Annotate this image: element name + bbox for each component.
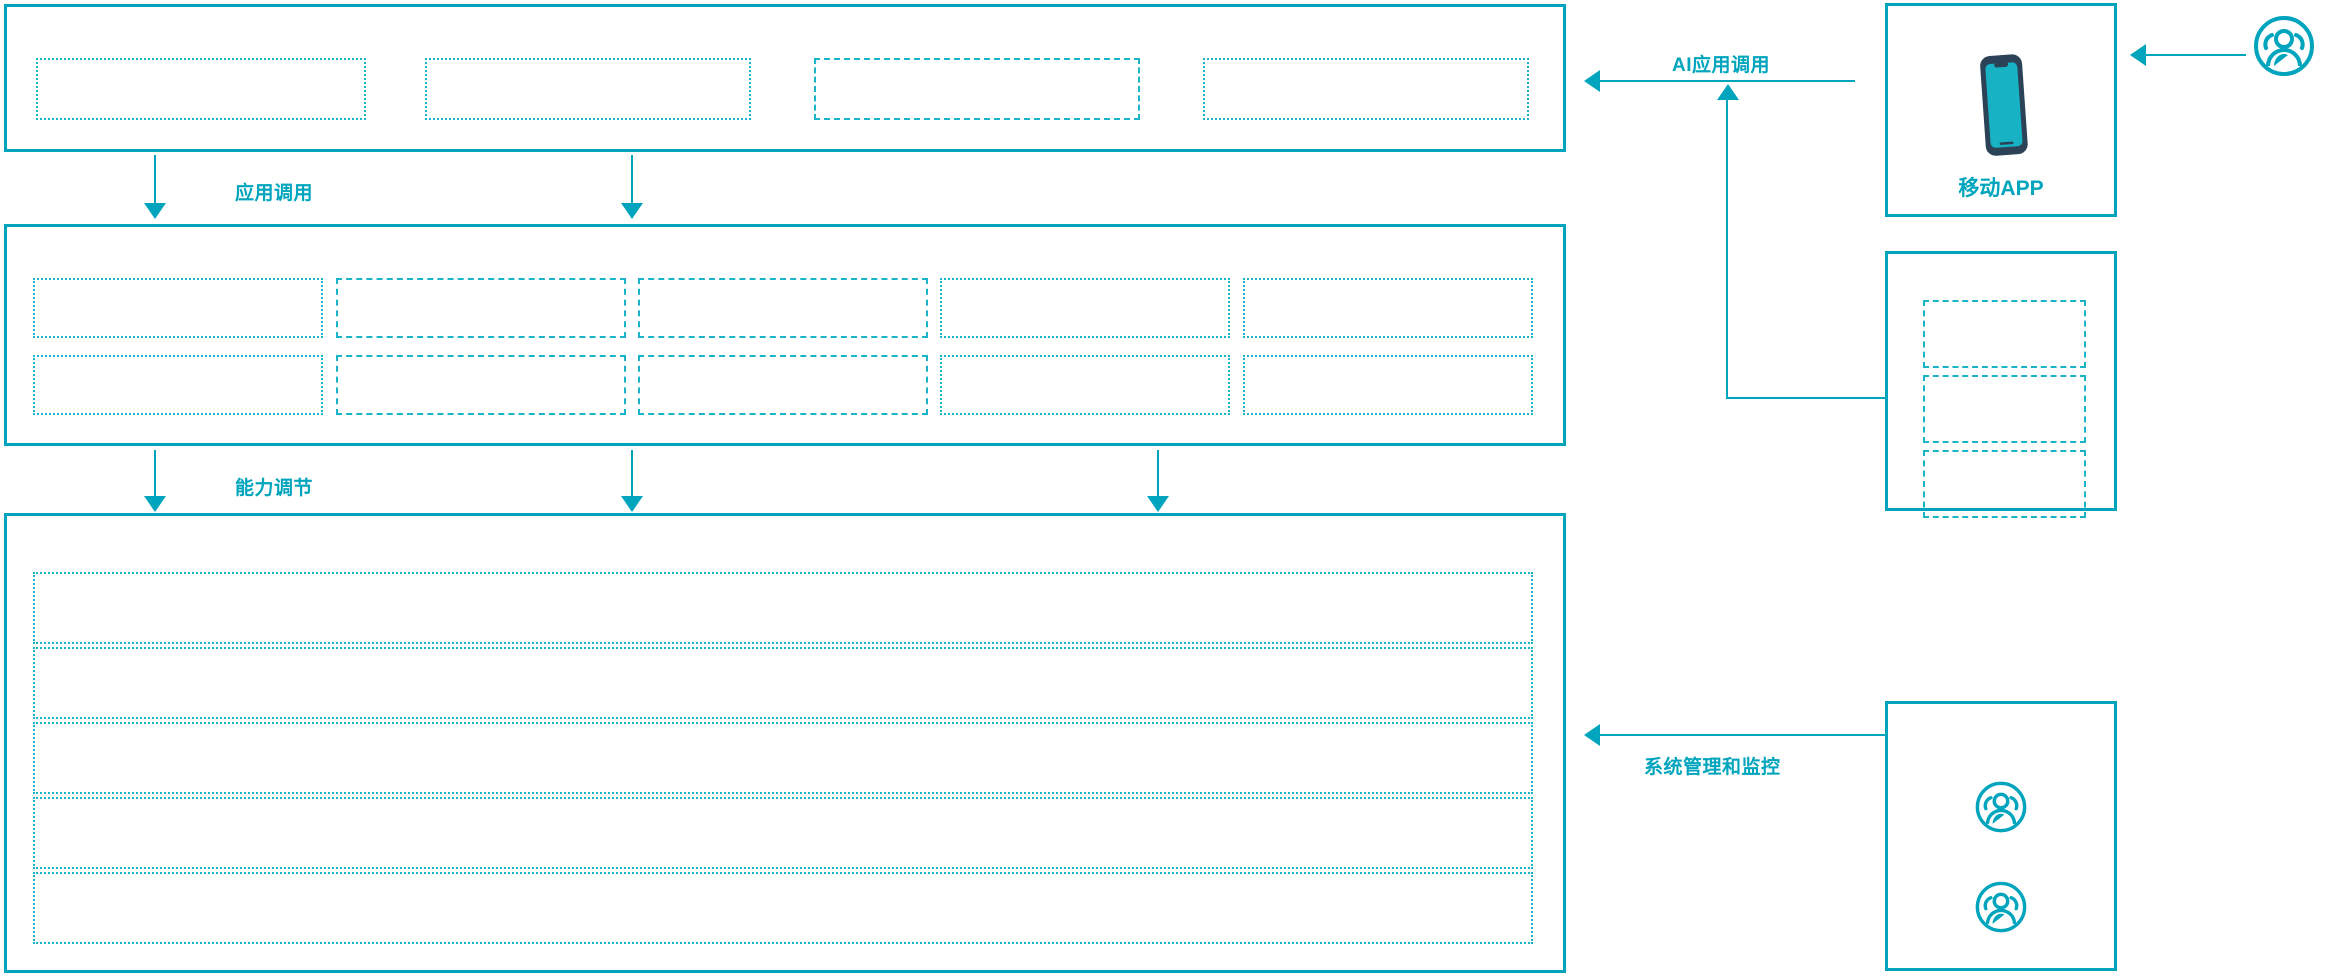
application-slot-1[interactable] <box>36 58 366 120</box>
capability-slot-7[interactable] <box>336 355 626 415</box>
user-group-icon-admin-1 <box>1974 780 2028 834</box>
channel-slot-3[interactable] <box>1923 450 2086 518</box>
capability-slot-10[interactable] <box>1243 355 1533 415</box>
platform-slot-1[interactable] <box>33 572 1533 644</box>
channel-slot-1[interactable] <box>1923 300 2086 368</box>
flow-ai-app-call-riser-arrowhead <box>1717 84 1739 100</box>
flow-app-call-arrowhead-right <box>621 203 643 219</box>
mobile-app-label: 移动APP <box>1958 177 2044 200</box>
flow-capability-arrowhead-3 <box>1147 496 1169 512</box>
platform-slot-5[interactable] <box>33 872 1533 944</box>
flow-capability-arrowhead-1 <box>144 496 166 512</box>
capability-slot-8[interactable] <box>638 355 928 415</box>
flow-ai-app-call-label: AI应用调用 <box>1672 55 1771 76</box>
external-user-connector-arrowhead <box>2130 44 2146 66</box>
flow-ai-app-call-riser <box>1726 98 1728 398</box>
capability-layer-panel <box>4 224 1566 446</box>
capability-slot-3[interactable] <box>638 278 928 338</box>
flow-sys-monitor-line <box>1600 734 1885 736</box>
application-layer-panel <box>4 4 1566 152</box>
capability-slot-6[interactable] <box>33 355 323 415</box>
flow-ai-app-call-line <box>1600 80 1855 82</box>
flow-app-call-label: 应用调用 <box>235 183 314 204</box>
user-group-icon-external <box>2252 14 2316 78</box>
flow-capability-line-2 <box>631 450 633 498</box>
flow-ai-app-call-riser-base <box>1726 397 1886 399</box>
flow-capability-label: 能力调节 <box>235 478 314 499</box>
flow-sys-monitor-label: 系统管理和监控 <box>1644 757 1781 778</box>
flow-capability-line-1 <box>154 450 156 498</box>
flow-ai-app-call-arrowhead <box>1584 70 1600 92</box>
flow-app-call-arrowhead-left <box>144 203 166 219</box>
platform-layer-panel <box>4 513 1566 973</box>
application-slot-2[interactable] <box>425 58 751 120</box>
capability-slot-5[interactable] <box>1243 278 1533 338</box>
user-group-icon-admin-2 <box>1974 880 2028 934</box>
capability-slot-1[interactable] <box>33 278 323 338</box>
channel-slot-2[interactable] <box>1923 375 2086 443</box>
flow-app-call-line-right <box>631 155 633 205</box>
platform-slot-3[interactable] <box>33 722 1533 794</box>
platform-slot-4[interactable] <box>33 797 1533 869</box>
flow-app-call-line-left <box>154 155 156 205</box>
capability-slot-2[interactable] <box>336 278 626 338</box>
application-slot-4[interactable] <box>1203 58 1529 120</box>
flow-capability-line-3 <box>1157 450 1159 498</box>
external-user-connector-line <box>2146 54 2246 56</box>
application-slot-3[interactable] <box>814 58 1140 120</box>
admin-panel <box>1885 701 2117 971</box>
platform-slot-2[interactable] <box>33 647 1533 719</box>
capability-slot-9[interactable] <box>940 355 1230 415</box>
flow-sys-monitor-arrowhead <box>1584 724 1600 746</box>
flow-capability-arrowhead-2 <box>621 496 643 512</box>
smartphone-icon <box>1975 52 2035 160</box>
capability-slot-4[interactable] <box>940 278 1230 338</box>
